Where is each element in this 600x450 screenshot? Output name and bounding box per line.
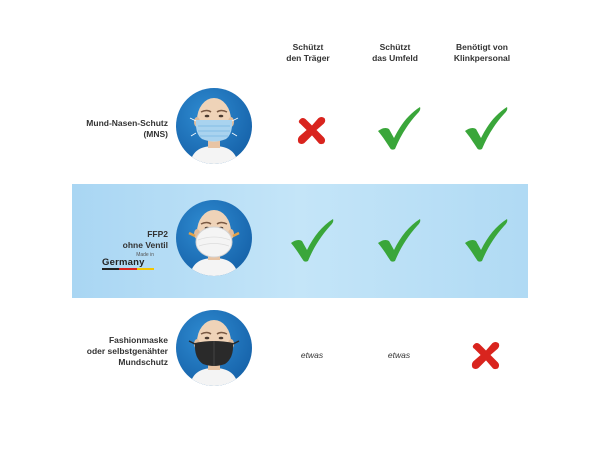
cell-mns-protects-others [369, 104, 429, 154]
check-icon [461, 216, 511, 266]
column-header-line: das Umfeld [372, 53, 418, 63]
badge-small-text: Made in [136, 252, 154, 258]
face-with-fabric-mask-icon [188, 320, 240, 386]
column-header-line: Schützt [292, 42, 324, 52]
row-label-line: Mundschutz [118, 357, 168, 367]
column-header-protects-others: Schützt das Umfeld [350, 42, 440, 64]
cell-text-some: etwas [387, 350, 411, 360]
cell-ffp2-clinic-staff [456, 216, 516, 266]
cell-fashion-protects-wearer: etwas [282, 330, 342, 380]
check-icon [461, 104, 511, 154]
column-header-line: Benötigt von [456, 42, 508, 52]
row-label-ffp2: FFP2 ohne Ventil [50, 229, 168, 251]
check-icon [374, 216, 424, 266]
cell-mns-protects-wearer [282, 105, 342, 155]
cross-icon [468, 337, 504, 373]
cell-text-some: etwas [300, 350, 324, 360]
portrait-surgical-mask [176, 88, 252, 164]
column-header-protects-wearer: Schützt den Träger [263, 42, 353, 64]
cell-fashion-protects-others: etwas [369, 330, 429, 380]
row-label-mns: Mund-Nasen-Schutz (MNS) [50, 118, 168, 140]
row-label-line: Mund-Nasen-Schutz [86, 118, 168, 128]
column-header-line: Schützt [379, 42, 411, 52]
cross-icon [294, 112, 330, 148]
face-with-ffp2-mask-icon [188, 210, 240, 276]
check-icon [287, 216, 337, 266]
badge-big-text: Germany [102, 257, 145, 268]
cell-ffp2-protects-wearer [282, 216, 342, 266]
cell-mns-clinic-staff [456, 104, 516, 154]
made-in-germany-badge: Made in Germany [102, 252, 154, 270]
row-label-line: (MNS) [143, 129, 168, 139]
cell-fashion-clinic-staff [456, 330, 516, 380]
row-label-line: ohne Ventil [122, 240, 168, 250]
row-label-line: oder selbstgenähter [86, 346, 168, 356]
column-header-line: Klinkpersonal [453, 53, 511, 63]
face-with-surgical-mask-icon [189, 98, 239, 164]
column-header-clinic-staff: Benötigt von Klinkpersonal [437, 42, 527, 64]
portrait-ffp2-mask [176, 200, 252, 276]
portrait-fabric-mask [176, 310, 252, 386]
column-header-line: den Träger [286, 53, 330, 63]
germany-flag-stripe-icon [102, 268, 154, 270]
row-label-fashion-mask: Fashionmaske oder selbstgenähter Mundsch… [50, 335, 168, 368]
check-icon [374, 104, 424, 154]
row-label-line: FFP2 [147, 229, 168, 239]
row-label-line: Fashionmaske [108, 335, 168, 345]
cell-ffp2-protects-others [369, 216, 429, 266]
